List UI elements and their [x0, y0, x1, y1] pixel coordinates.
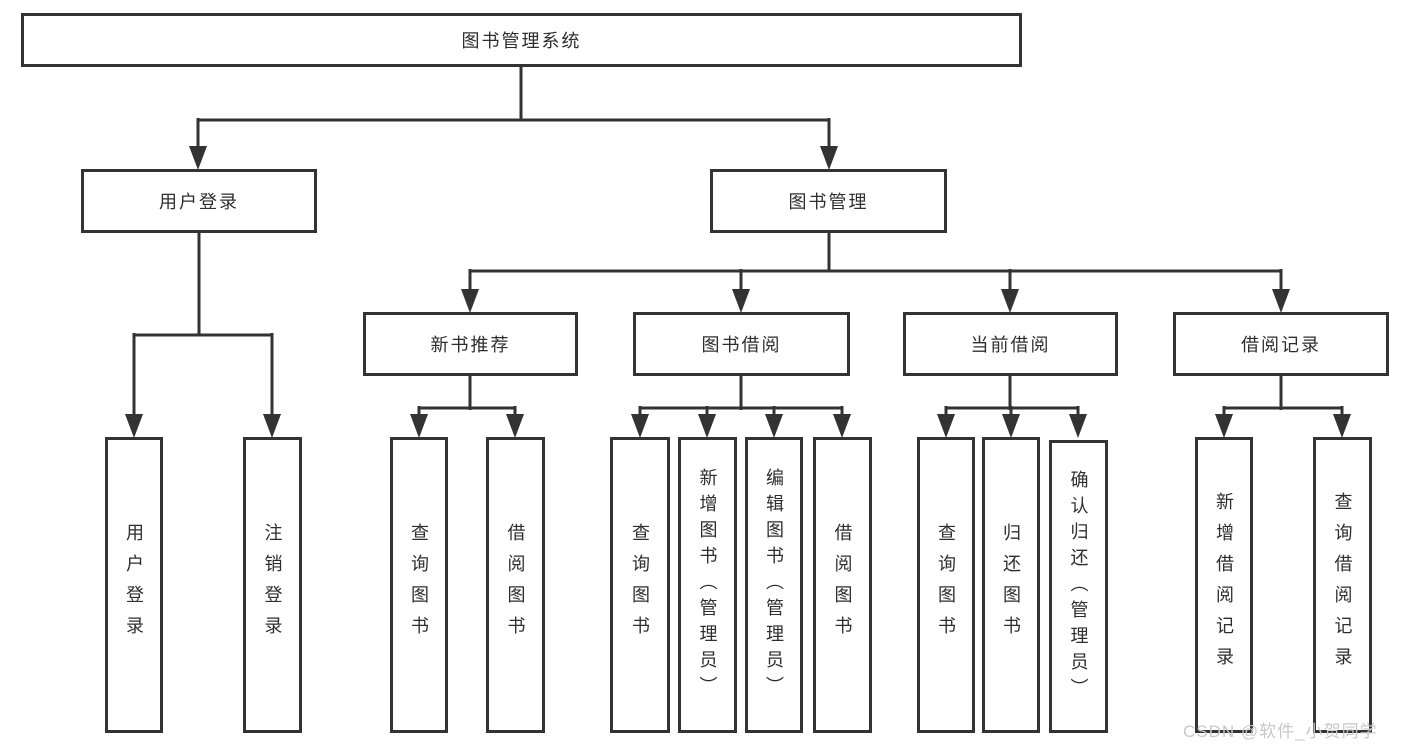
arrow-down-icon — [410, 414, 428, 438]
leaf-add-book-admin: 新增图书（管理员） — [678, 437, 737, 733]
leaf-borrow-book-2: 借阅图书 — [813, 437, 872, 733]
connector-borrowrecord-to-leaves — [1215, 375, 1351, 438]
node-new-book-recommend: 新书推荐 — [363, 312, 578, 376]
connector-root-to-level2 — [189, 67, 838, 170]
leaf-logout: 注销登录 — [243, 437, 302, 733]
leaf-borrow-book-1: 借阅图书 — [486, 437, 545, 733]
arrow-down-icon — [506, 414, 524, 438]
node-borrow-record: 借阅记录 — [1173, 312, 1389, 376]
arrow-down-icon — [631, 414, 649, 438]
arrow-down-icon — [732, 289, 750, 313]
node-book-management: 图书管理 — [710, 169, 947, 233]
csdn-watermark: CSDN @软件_小贺同学 — [1183, 722, 1378, 741]
arrow-down-icon — [125, 414, 143, 438]
arrow-down-icon — [1272, 289, 1290, 313]
arrow-down-icon — [263, 414, 281, 438]
leaf-edit-book-admin: 编辑图书（管理员） — [745, 437, 803, 733]
leaf-add-borrow-record: 新增借阅记录 — [1195, 437, 1253, 733]
arrow-down-icon — [189, 146, 207, 170]
leaf-query-borrow-record: 查询借阅记录 — [1313, 437, 1372, 733]
arrow-down-icon — [1333, 414, 1351, 438]
leaf-query-book-3: 查询图书 — [917, 437, 975, 733]
node-user-login: 用户登录 — [81, 169, 317, 233]
connector-bookmgmt-to-level3 — [461, 232, 1290, 313]
leaf-query-book-2: 查询图书 — [610, 437, 670, 733]
leaf-user-login: 用户登录 — [105, 437, 163, 733]
node-library-management-system: 图书管理系统 — [21, 13, 1022, 67]
node-book-borrow: 图书借阅 — [633, 312, 850, 376]
connector-newbook-to-leaves — [410, 375, 524, 438]
arrow-down-icon — [937, 414, 955, 438]
arrow-down-icon — [461, 289, 479, 313]
node-current-borrow: 当前借阅 — [903, 312, 1118, 376]
arrow-down-icon — [1002, 414, 1020, 438]
arrow-down-icon — [1001, 289, 1019, 313]
leaf-confirm-return-admin: 确认归还（管理员） — [1049, 440, 1108, 733]
arrow-down-icon — [1215, 414, 1233, 438]
arrow-down-icon — [698, 414, 716, 438]
arrow-down-icon — [765, 414, 783, 438]
leaf-return-book: 归还图书 — [982, 437, 1040, 733]
connector-bookborrow-to-leaves — [631, 375, 851, 438]
arrow-down-icon — [820, 146, 838, 170]
arrow-down-icon — [1069, 414, 1087, 438]
leaf-query-book-1: 查询图书 — [390, 437, 448, 733]
arrow-down-icon — [833, 414, 851, 438]
connector-userlogin-to-leaves — [125, 232, 281, 438]
connector-currentborrow-to-leaves — [937, 375, 1087, 438]
